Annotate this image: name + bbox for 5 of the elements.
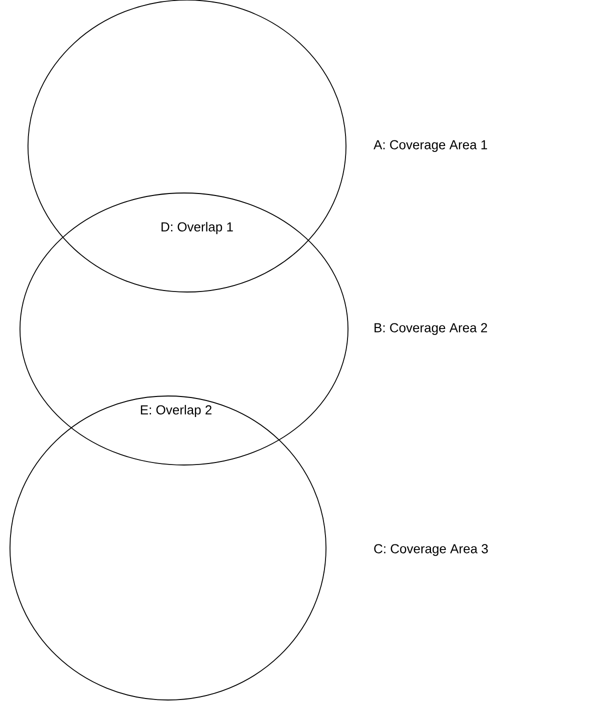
area-label: A: Coverage Area 1	[374, 140, 488, 152]
area-label: C: Coverage Area 3	[374, 544, 488, 556]
area-label: B: Coverage Area 2	[374, 323, 488, 335]
overlap-label: D: Overlap 1	[162, 222, 233, 234]
overlap-label: E: Overlap 2	[140, 404, 212, 418]
